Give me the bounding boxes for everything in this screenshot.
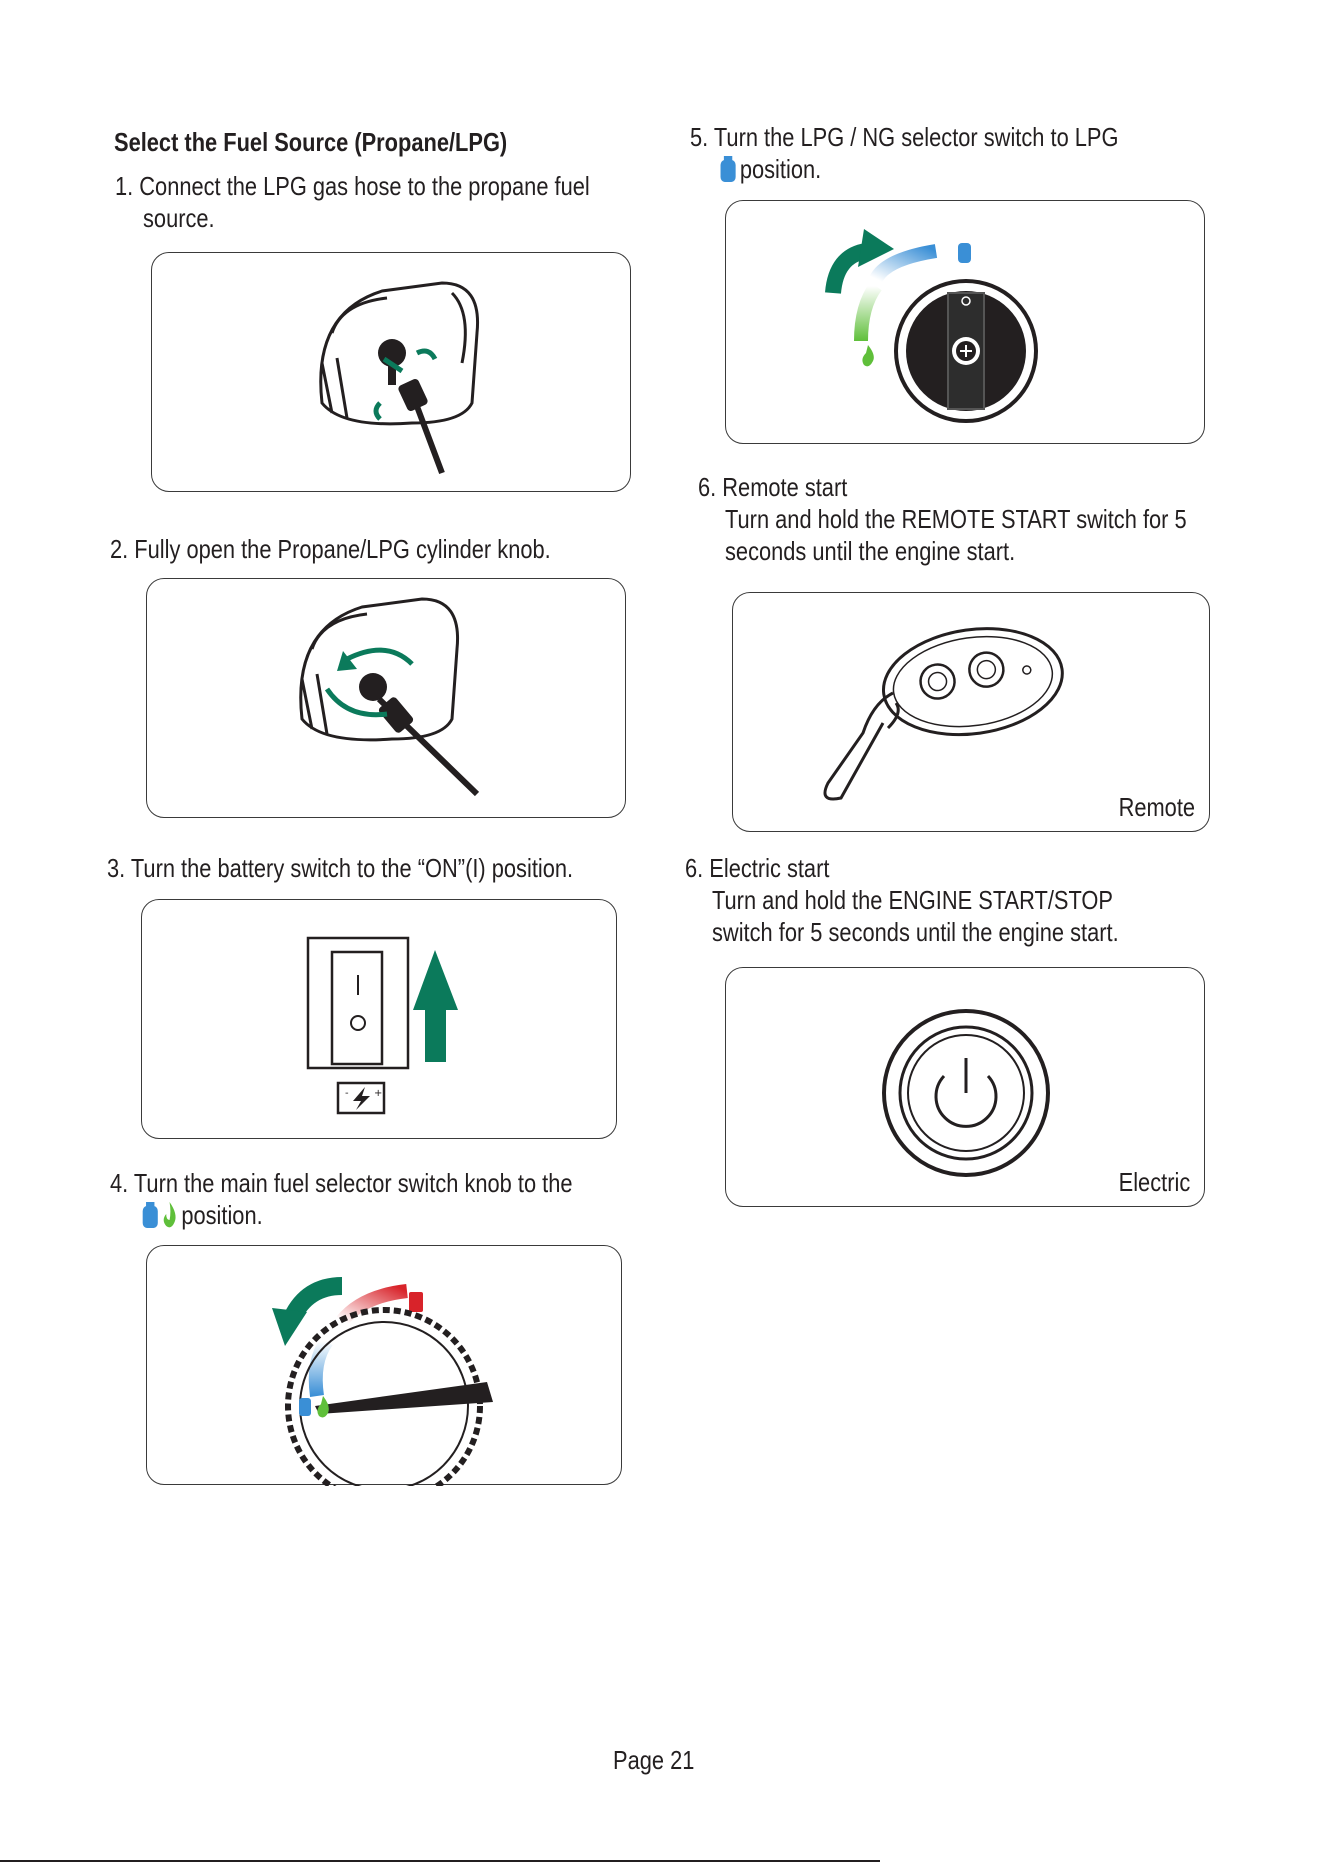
step-6-remote-text-cont: seconds until the engine start. <box>725 536 1016 566</box>
fuel-selector-knob-illustration <box>272 1277 493 1486</box>
step-4-text: 4. Turn the main fuel selector switch kn… <box>110 1168 573 1198</box>
remote-caption: Remote <box>1118 792 1195 822</box>
step-1-text: 1. Connect the LPG gas hose to the propa… <box>115 171 590 201</box>
battery-switch-illustration: - + <box>306 936 458 1115</box>
lpg-ng-icon <box>142 1202 176 1228</box>
figure-lpg-ng-selector <box>725 200 1205 444</box>
figure-remote: Remote <box>732 592 1210 832</box>
step-5-position-label: position. <box>739 154 822 184</box>
remote-keyfob-illustration <box>823 627 1064 801</box>
cylinder-knob-illustration <box>299 597 480 797</box>
step-6-electric-text-cont: switch for 5 seconds until the engine st… <box>712 917 1119 947</box>
figure-main-fuel-selector <box>146 1245 622 1486</box>
step-6-electric-title: 6. Electric start <box>685 853 830 883</box>
step-6-electric-text: Turn and hold the ENGINE START/STOP <box>712 885 1113 915</box>
lpg-cylinder-icon <box>720 156 736 182</box>
figure-open-knob <box>146 578 626 818</box>
step-5-text: 5. Turn the LPG / NG selector switch to … <box>690 122 1119 152</box>
figure-battery-switch: - + <box>141 899 617 1139</box>
footer-rule <box>0 1860 880 1862</box>
svg-text:-: - <box>345 1088 349 1099</box>
step-3-text: 3. Turn the battery switch to the “ON”(I… <box>107 853 574 883</box>
step-5-text-cont: position. <box>718 153 821 185</box>
figure-connect-hose <box>151 252 631 492</box>
figure-electric-start: Electric <box>725 967 1205 1207</box>
power-button-illustration <box>882 1009 1050 1177</box>
lpg-ng-selector-illustration <box>825 229 1038 423</box>
step-1-text-cont: source. <box>143 203 215 233</box>
step-2-text: 2. Fully open the Propane/LPG cylinder k… <box>110 534 551 564</box>
step-4-position-label: position. <box>181 1200 263 1230</box>
step-6-remote-text: Turn and hold the REMOTE START switch fo… <box>725 504 1187 534</box>
section-title: Select the Fuel Source (Propane/LPG) <box>114 127 508 157</box>
svg-text:+: + <box>374 1088 382 1099</box>
cylinder-hose-illustration <box>319 281 480 475</box>
step-4-text-cont: position. <box>141 1199 263 1231</box>
electric-caption: Electric <box>1118 1167 1190 1197</box>
page-number: Page 21 <box>613 1745 695 1775</box>
step-6-remote-title: 6. Remote start <box>698 472 848 502</box>
